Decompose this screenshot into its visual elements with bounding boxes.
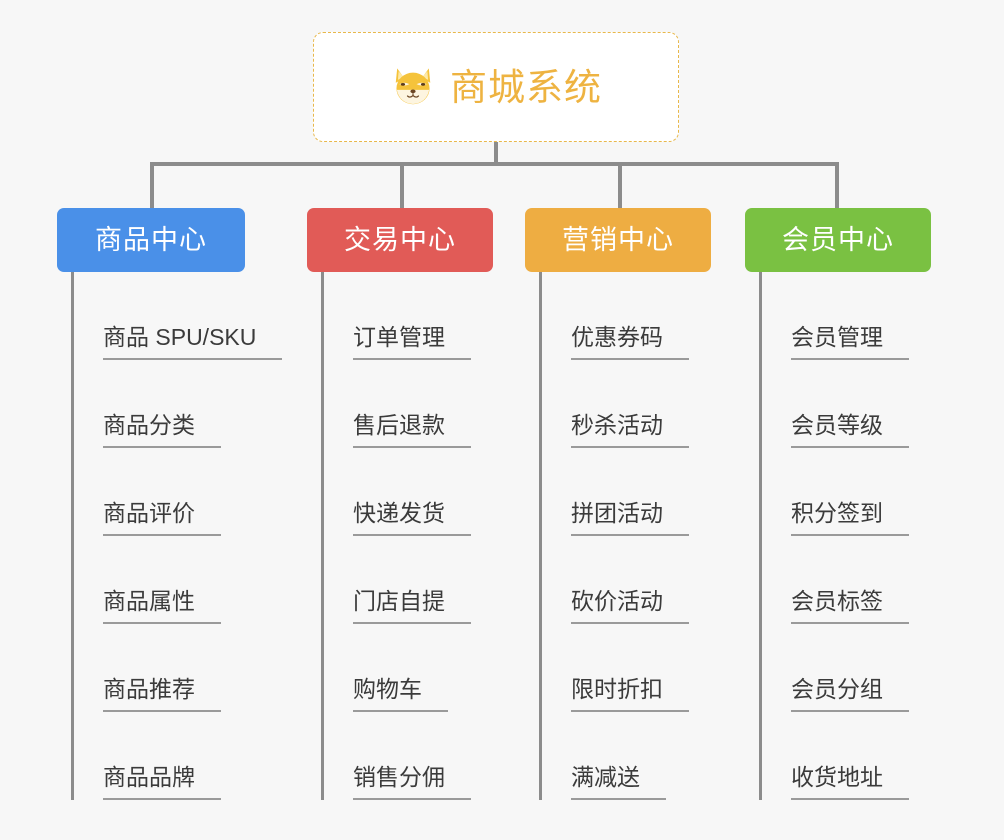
branch-header-4[interactable]: 会员中心 bbox=[745, 208, 931, 272]
leaf-label: 商品评价 bbox=[103, 502, 221, 536]
connector-drop-1 bbox=[150, 162, 154, 208]
branch-header-label-4: 会员中心 bbox=[782, 224, 894, 255]
leaf-label: 满减送 bbox=[571, 766, 666, 800]
list-item[interactable]: 商品品牌 bbox=[71, 712, 307, 800]
leaf-label: 购物车 bbox=[353, 678, 448, 712]
list-item[interactable]: 会员管理 bbox=[759, 272, 965, 360]
leaf-label: 积分签到 bbox=[791, 502, 909, 536]
leaf-label: 秒杀活动 bbox=[571, 414, 689, 448]
branch-header-1[interactable]: 商品中心 bbox=[57, 208, 245, 272]
branch-header-3[interactable]: 营销中心 bbox=[525, 208, 711, 272]
branch-spine-2 bbox=[321, 272, 324, 800]
list-item[interactable]: 限时折扣 bbox=[539, 624, 745, 712]
branch-column-3: 营销中心 优惠券码 秒杀活动 拼团活动 砍价活动 限时折扣 满减送 bbox=[525, 208, 745, 800]
list-item[interactable]: 积分签到 bbox=[759, 448, 965, 536]
leaf-label: 售后退款 bbox=[353, 414, 471, 448]
list-item[interactable]: 优惠券码 bbox=[539, 272, 745, 360]
list-item[interactable]: 商品分类 bbox=[71, 360, 307, 448]
leaf-label: 拼团活动 bbox=[571, 502, 689, 536]
connector-drop-4 bbox=[835, 162, 839, 208]
leaf-label: 会员标签 bbox=[791, 590, 909, 624]
list-item[interactable]: 会员分组 bbox=[759, 624, 965, 712]
list-item[interactable]: 售后退款 bbox=[321, 360, 527, 448]
leaf-label: 商品分类 bbox=[103, 414, 221, 448]
branch-body-4: 会员管理 会员等级 积分签到 会员标签 会员分组 收货地址 bbox=[759, 272, 965, 800]
list-item[interactable]: 会员等级 bbox=[759, 360, 965, 448]
leaf-label: 订单管理 bbox=[353, 326, 471, 360]
leaf-label: 商品推荐 bbox=[103, 678, 221, 712]
leaf-label: 优惠券码 bbox=[571, 326, 689, 360]
connector-horizontal-bus bbox=[150, 162, 839, 166]
branch-header-label-2: 交易中心 bbox=[344, 224, 456, 255]
root-node-title: 商城系统 bbox=[450, 66, 602, 108]
list-item[interactable]: 会员标签 bbox=[759, 536, 965, 624]
list-item[interactable]: 快递发货 bbox=[321, 448, 527, 536]
branch-body-2: 订单管理 售后退款 快递发货 门店自提 购物车 销售分佣 bbox=[321, 272, 527, 800]
leaf-label: 砍价活动 bbox=[571, 590, 689, 624]
leaf-label: 会员等级 bbox=[791, 414, 909, 448]
branch-spine-4 bbox=[759, 272, 762, 800]
branch-body-3: 优惠券码 秒杀活动 拼团活动 砍价活动 限时折扣 满减送 bbox=[539, 272, 745, 800]
branch-spine-3 bbox=[539, 272, 542, 800]
leaf-label: 门店自提 bbox=[353, 590, 471, 624]
shiba-dog-icon bbox=[395, 68, 431, 105]
list-item[interactable]: 销售分佣 bbox=[321, 712, 527, 800]
leaf-label: 会员分组 bbox=[791, 678, 909, 712]
branch-column-2: 交易中心 订单管理 售后退款 快递发货 门店自提 购物车 销售分佣 bbox=[307, 208, 527, 800]
branch-header-2[interactable]: 交易中心 bbox=[307, 208, 493, 272]
list-item[interactable]: 商品属性 bbox=[71, 536, 307, 624]
list-item[interactable]: 购物车 bbox=[321, 624, 527, 712]
leaf-label: 商品品牌 bbox=[103, 766, 221, 800]
leaf-label: 会员管理 bbox=[791, 326, 909, 360]
list-item[interactable]: 商品 SPU/SKU bbox=[71, 272, 307, 360]
leaf-label: 商品 SPU/SKU bbox=[103, 326, 283, 360]
list-item[interactable]: 秒杀活动 bbox=[539, 360, 745, 448]
branch-header-label-1: 商品中心 bbox=[95, 224, 207, 255]
list-item[interactable]: 商品推荐 bbox=[71, 624, 307, 712]
connector-drop-2 bbox=[400, 162, 404, 208]
leaf-label: 商品属性 bbox=[103, 590, 221, 624]
list-item[interactable]: 砍价活动 bbox=[539, 536, 745, 624]
list-item[interactable]: 商品评价 bbox=[71, 448, 307, 536]
branch-column-1: 商品中心 商品 SPU/SKU 商品分类 商品评价 商品属性 商品推荐 商品品牌 bbox=[57, 208, 307, 800]
branch-column-4: 会员中心 会员管理 会员等级 积分签到 会员标签 会员分组 收货地址 bbox=[745, 208, 965, 800]
list-item[interactable]: 拼团活动 bbox=[539, 448, 745, 536]
leaf-label: 销售分佣 bbox=[353, 766, 471, 800]
list-item[interactable]: 门店自提 bbox=[321, 536, 527, 624]
root-node-shop-system[interactable]: 商城系统 bbox=[313, 32, 679, 142]
leaf-label: 快递发货 bbox=[353, 502, 471, 536]
leaf-label: 限时折扣 bbox=[571, 678, 689, 712]
branch-header-label-3: 营销中心 bbox=[562, 224, 674, 255]
branch-body-1: 商品 SPU/SKU 商品分类 商品评价 商品属性 商品推荐 商品品牌 bbox=[71, 272, 307, 800]
connector-root-stem bbox=[494, 142, 498, 164]
list-item[interactable]: 订单管理 bbox=[321, 272, 527, 360]
branch-spine-1 bbox=[71, 272, 74, 800]
connector-drop-3 bbox=[618, 162, 622, 208]
leaf-label: 收货地址 bbox=[791, 766, 909, 800]
list-item[interactable]: 收货地址 bbox=[759, 712, 965, 800]
list-item[interactable]: 满减送 bbox=[539, 712, 745, 800]
